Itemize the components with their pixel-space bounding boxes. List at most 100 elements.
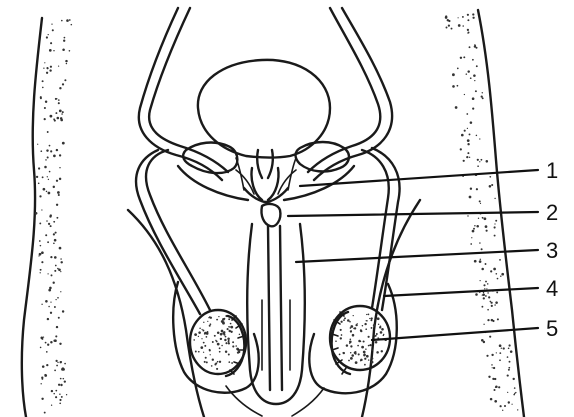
stipple-dot	[474, 260, 477, 263]
stipple-dot	[376, 333, 378, 335]
stipple-dot	[480, 203, 481, 204]
stipple-dot	[56, 204, 58, 206]
stipple-dot	[370, 319, 372, 321]
stipple-dot	[360, 330, 362, 332]
stipple-dot	[203, 322, 204, 323]
stipple-dot	[51, 274, 53, 276]
stipple-dot	[371, 357, 373, 359]
stipple-dot	[463, 160, 465, 162]
stipple-dot	[43, 366, 45, 368]
stipple-dot	[476, 65, 478, 67]
stipple-dot	[500, 276, 501, 277]
stipple-dot	[355, 361, 358, 364]
stipple-dot	[475, 293, 478, 296]
testis-left	[190, 310, 246, 376]
stipple-dot	[501, 348, 502, 349]
stipple-dot	[55, 360, 57, 362]
stipple-dot	[476, 135, 478, 137]
stipple-dot	[54, 339, 57, 342]
stipple-dot	[452, 73, 455, 76]
stipple-dot	[470, 77, 472, 79]
stipple-dot	[50, 150, 52, 152]
stipple-dot	[44, 374, 46, 376]
stipple-dot	[499, 259, 501, 261]
stipple-dot	[44, 166, 47, 169]
stipple-dot	[210, 354, 211, 355]
stipple-dot	[56, 217, 58, 219]
stipple-dot	[487, 319, 489, 321]
stipple-dot	[61, 396, 63, 398]
stipple-dot	[45, 342, 47, 344]
stipple-dot	[209, 349, 211, 351]
stipple-dot	[378, 324, 379, 325]
stipple-dot	[59, 393, 60, 394]
stipple-dot	[479, 138, 480, 139]
stipple-dot	[56, 365, 58, 367]
stipple-dot	[482, 217, 484, 219]
stipple-dot	[507, 356, 509, 358]
stipple-dot	[56, 326, 58, 328]
stipple-dot	[200, 346, 203, 349]
stipple-dot	[53, 233, 55, 235]
stipple-dot	[47, 318, 49, 320]
stipple-dot	[212, 341, 214, 343]
stipple-dot	[500, 405, 502, 407]
stipple-dot	[53, 242, 55, 244]
stipple-dot	[366, 320, 367, 321]
stipple-dot	[40, 245, 42, 247]
stipple-dot	[45, 159, 47, 161]
stipple-dot	[209, 316, 210, 317]
stipple-dot	[214, 335, 216, 337]
stipple-dot	[510, 350, 513, 353]
stipple-dot	[40, 272, 41, 273]
stipple-dot	[373, 324, 376, 327]
stipple-dot	[61, 368, 64, 371]
stipple-dot	[46, 364, 48, 366]
stipple-dot	[228, 330, 230, 332]
stipple-dot	[380, 331, 383, 334]
stipple-dot	[467, 143, 469, 145]
stipple-dot	[457, 85, 459, 87]
stipple-dot	[237, 351, 239, 353]
stipple-dot	[473, 228, 475, 230]
stipple-dot	[452, 85, 455, 88]
inner-thigh-left	[128, 210, 204, 417]
stipple-dot	[41, 398, 43, 400]
stipple-dot	[53, 186, 55, 188]
stipple-dot	[380, 326, 381, 327]
stipple-dot	[224, 334, 226, 336]
stipple-dot	[343, 352, 345, 354]
stipple-dot	[224, 339, 226, 341]
stipple-dot	[494, 226, 496, 228]
stipple-dot	[201, 329, 202, 330]
stipple-dot	[40, 347, 42, 349]
stipple-dot	[448, 25, 450, 27]
stipple-dot	[62, 310, 64, 312]
stipple-dot	[485, 295, 487, 297]
stipple-dot	[474, 80, 475, 81]
stipple-dot	[479, 161, 480, 162]
stipple-dot	[481, 339, 484, 342]
stipple-dot	[64, 79, 66, 81]
stipple-dot	[492, 367, 493, 368]
stipple-dot	[39, 253, 42, 256]
stipple-dot	[368, 359, 369, 360]
stipple-dot	[375, 341, 378, 344]
stipple-dot	[383, 334, 384, 335]
stipple-dot	[228, 318, 230, 320]
stipple-dot	[476, 188, 478, 190]
stipple-dot	[65, 60, 67, 62]
stipple-dot	[491, 354, 493, 356]
stipple-dot	[50, 341, 52, 343]
stipple-dot	[42, 80, 44, 82]
stipple-dot	[467, 215, 468, 216]
stipple-dot	[496, 352, 497, 353]
stipple-dot	[470, 243, 472, 245]
stipple-dot	[481, 248, 483, 250]
stipple-dot	[491, 364, 493, 366]
stipple-dot	[56, 180, 58, 182]
stipple-dot	[41, 251, 44, 254]
stipple-dot	[228, 341, 230, 343]
stipple-dot	[50, 214, 52, 216]
stipple-dot	[61, 20, 63, 22]
